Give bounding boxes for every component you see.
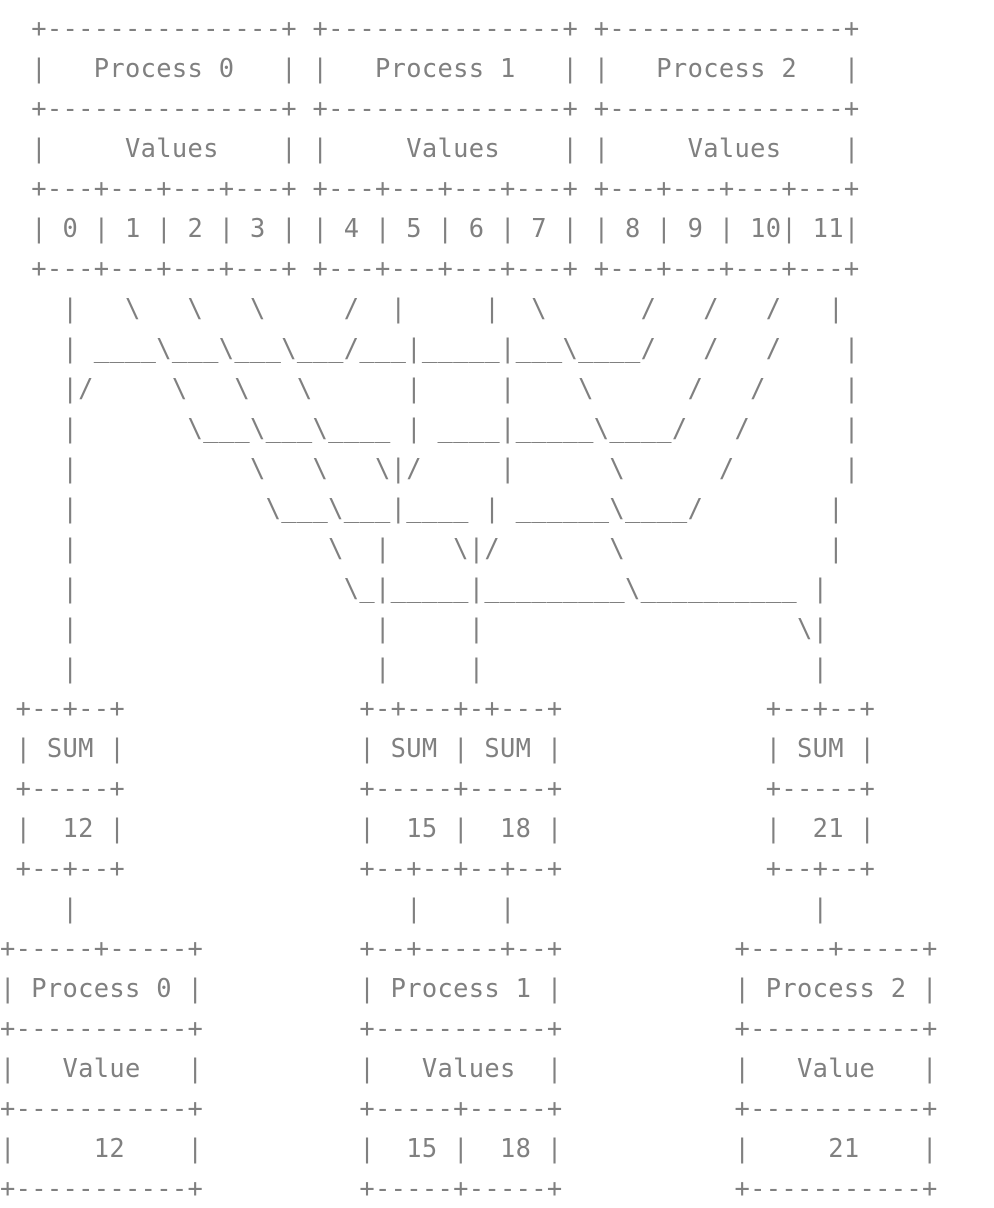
diagram-line: | ____\___\___\___/___|_____|___\____/ /… — [0, 333, 860, 363]
diagram-line: | 12 | | 15 | 18 | | 21 | — [0, 1133, 938, 1163]
diagram-line: | \ \ \ / | | \ / / / | — [0, 293, 844, 323]
diagram-line: |/ \ \ \ | | \ / / | — [0, 373, 860, 403]
diagram-line: +-----------+ +-----------+ +-----------… — [0, 1013, 938, 1043]
diagram-line: +-----+ +-----+-----+ +-----+ — [0, 773, 876, 803]
ascii-reduction-diagram: +---------------+ +---------------+ +---… — [0, 8, 938, 1208]
diagram-line: +-----------+ +-----+-----+ +-----------… — [0, 1173, 938, 1203]
diagram-line: +--+--+ +-+---+-+---+ +--+--+ — [0, 693, 876, 723]
diagram-line: | 12 | | 15 | 18 | | 21 | — [0, 813, 876, 843]
diagram-line: +-----------+ +-----+-----+ +-----------… — [0, 1093, 938, 1123]
diagram-line: | Values | | Values | | Values | — [0, 133, 860, 163]
diagram-line: | Value | | Values | | Value | — [0, 1053, 938, 1083]
diagram-line: | Process 0 | | Process 1 | | Process 2 … — [0, 973, 938, 1003]
diagram-line: | \_|_____|_________\__________ | — [0, 573, 829, 603]
diagram-line: +---------------+ +---------------+ +---… — [0, 13, 860, 43]
diagram-line: | \___\___\____ | ____|_____\____/ / | — [0, 413, 860, 443]
diagram-line: +---+---+---+---+ +---+---+---+---+ +---… — [0, 253, 860, 283]
diagram-line: | \ | \|/ \ | — [0, 533, 844, 563]
diagram-line: | \___\___|____ | ______\____/ | — [0, 493, 844, 523]
diagram-line: | | | | — [0, 893, 829, 923]
diagram-line: | | | | — [0, 653, 829, 683]
diagram-line: +---+---+---+---+ +---+---+---+---+ +---… — [0, 173, 860, 203]
diagram-line: | \ \ \|/ | \ / | — [0, 453, 860, 483]
diagram-line: | Process 0 | | Process 1 | | Process 2 … — [0, 53, 860, 83]
diagram-line: +-----+-----+ +--+-----+--+ +-----+-----… — [0, 933, 938, 963]
diagram-line: +--+--+ +--+--+--+--+ +--+--+ — [0, 853, 876, 883]
diagram-line: | | | \| — [0, 613, 829, 643]
diagram-line: | SUM | | SUM | SUM | | SUM | — [0, 733, 876, 763]
diagram-line: +---------------+ +---------------+ +---… — [0, 93, 860, 123]
diagram-line: | 0 | 1 | 2 | 3 | | 4 | 5 | 6 | 7 | | 8 … — [0, 213, 860, 243]
